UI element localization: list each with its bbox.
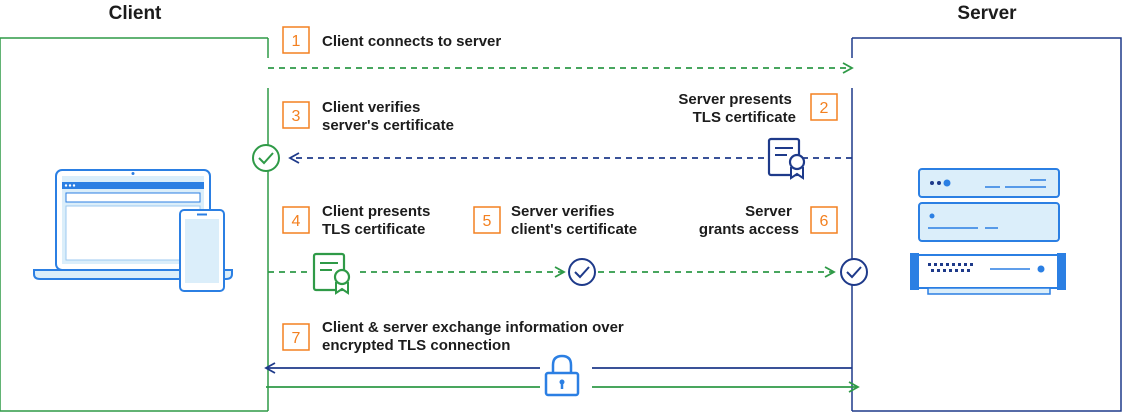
step-3-line-1: Client verifies — [322, 99, 420, 116]
server-title: Server — [957, 3, 1017, 24]
step-7: 7 Client & server exchange information o… — [282, 319, 628, 354]
step-3: 3 Client verifies server's certificate — [282, 99, 454, 134]
step-5-line-2: client's certificate — [511, 221, 637, 238]
step-3-number: 3 — [292, 108, 301, 125]
step-7-number: 7 — [292, 330, 301, 347]
check-circle-icon — [840, 258, 868, 286]
step-2-label: Server presents TLS certificate — [678, 91, 796, 126]
step-5: 5 Server verifies client's certificate — [473, 203, 637, 238]
step-6-line-2: grants access — [699, 221, 799, 238]
step-4: 4 Client presents TLS certificate — [282, 203, 435, 238]
server-rack-icon — [910, 168, 1066, 295]
check-circle-icon — [252, 144, 280, 172]
step-5-line-1: Server verifies — [511, 203, 614, 220]
client-boundary — [0, 37, 268, 412]
step-3-label: Client verifies server's certificate — [322, 99, 454, 134]
step-6: 6 Server grants access — [699, 203, 838, 238]
step-7-line-1: Client & server exchange information ove… — [322, 319, 624, 336]
step-7-line-2: encrypted TLS connection — [322, 337, 510, 354]
phone-icon — [179, 209, 225, 292]
step-6-line-1: Server — [745, 203, 792, 220]
step-1-number: 1 — [292, 33, 301, 50]
step-5-label: Server verifies client's certificate — [511, 203, 637, 238]
step-4-label: Client presents TLS certificate — [322, 203, 435, 238]
step-5-number: 5 — [483, 213, 492, 230]
step-4-number: 4 — [292, 213, 301, 230]
certificate-icon — [312, 252, 351, 295]
step-2: 2 Server presents TLS certificate — [678, 91, 838, 126]
server-boundary — [852, 37, 1122, 412]
step-3-line-2: server's certificate — [322, 117, 454, 134]
client-title: Client — [109, 3, 162, 24]
check-circle-icon — [568, 258, 596, 286]
certificate-icon — [767, 137, 806, 180]
step-4-line-1: Client presents — [322, 203, 430, 220]
step-1-line-1: Client connects to server — [322, 33, 501, 50]
step-6-label: Server grants access — [699, 203, 799, 238]
step-7-label: Client & server exchange information ove… — [322, 319, 628, 354]
lock-icon — [540, 352, 592, 402]
step-2-number: 2 — [820, 100, 829, 117]
step-6-number: 6 — [820, 213, 829, 230]
step-2-line-1: Server presents — [678, 91, 791, 108]
step-1: 1 Client connects to server — [282, 26, 501, 54]
step-4-line-2: TLS certificate — [322, 221, 425, 238]
step-2-line-2: TLS certificate — [693, 109, 796, 126]
step-1-label: Client connects to server — [322, 33, 501, 50]
